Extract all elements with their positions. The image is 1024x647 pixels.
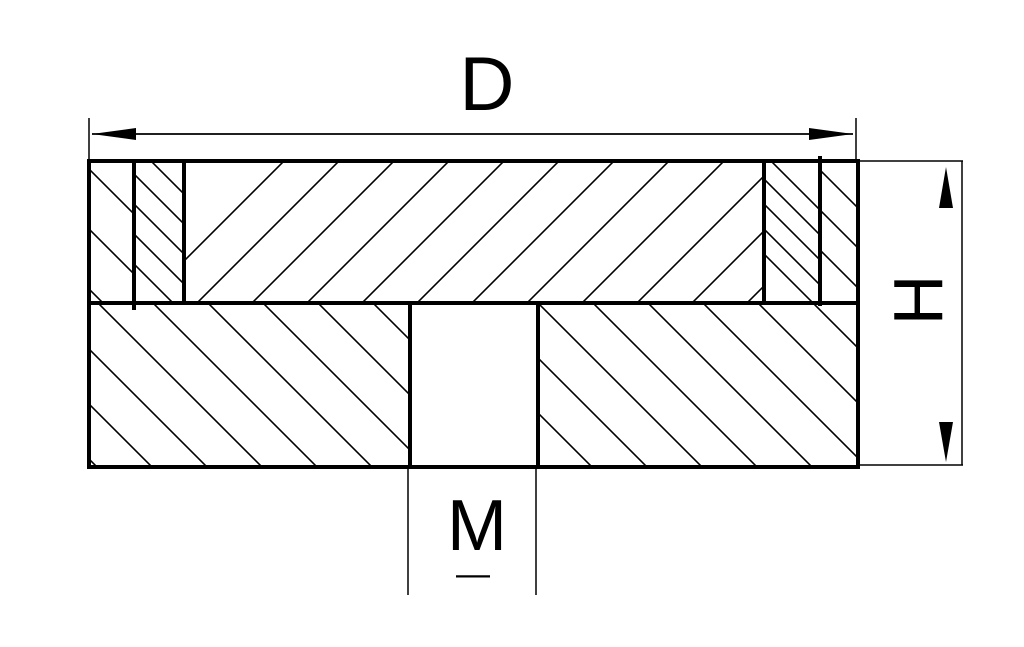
hatch-top-left — [90, 163, 134, 302]
thread-label: M — [447, 486, 507, 566]
h-arrow-down-icon — [939, 422, 953, 462]
h-arrow-up-icon — [939, 167, 953, 208]
part-outline — [87, 156, 860, 469]
d-arrow-left-icon — [92, 128, 136, 140]
thread-dimension — [407, 467, 537, 595]
hatch-bottom-right — [538, 304, 857, 466]
diameter-dimension — [88, 118, 857, 161]
hatch-top-inner-left — [134, 163, 183, 302]
hatch-top-right — [822, 170, 857, 289]
top-plate-outline — [87, 159, 860, 305]
diameter-label: D — [460, 42, 515, 127]
hatch-bottom-left — [90, 304, 410, 466]
d-arrow-right-icon — [809, 128, 853, 140]
height-dimension — [858, 160, 963, 466]
height-label: H — [879, 275, 957, 326]
hatch-top-middle — [185, 163, 763, 302]
thread-label-underline: — — [456, 555, 490, 593]
hatch-top-inner-right — [765, 163, 819, 302]
